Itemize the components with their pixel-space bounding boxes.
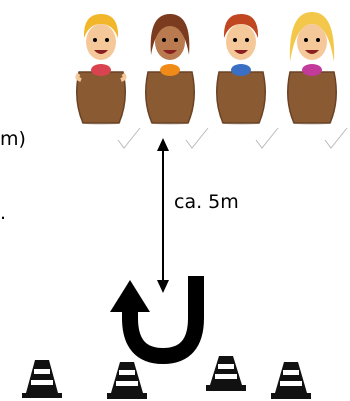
child-2-sack [145,71,195,124]
traffic-cone-icon [107,362,147,399]
child-2 [145,14,195,125]
child-3-eye-right [245,38,249,42]
child-1-face [86,24,116,60]
cut-text-fragment-1: m) [0,128,26,150]
child-4-hair [289,12,335,62]
traffic-cones [22,356,311,399]
child-2-face [155,24,185,60]
cut-text-fragment-2: . [0,202,7,224]
child-3-hair [223,14,259,38]
child-4 [287,12,337,125]
child-3 [216,14,266,125]
child-1-sack [76,71,126,124]
child-3-sack [216,71,266,124]
child-4-eye-right [316,38,320,42]
child-4-mouth [305,50,319,54]
child-1-hair [83,14,119,38]
child-4-eye-left [304,38,308,42]
child-4-face [297,24,327,60]
child-3-shirt [231,64,251,76]
child-2-eye-right [174,38,178,42]
u-turn-arrow-icon [110,276,204,365]
children-group [75,12,337,125]
child-2-mouth [163,50,177,54]
child-3-face [226,24,256,60]
child-1 [75,14,127,125]
ground-marks [117,127,348,149]
child-1-shirt [91,64,111,76]
child-1-hands [75,72,127,82]
traffic-cone-icon [22,360,62,398]
double-arrow-icon [157,138,169,293]
child-3-mouth [234,50,248,54]
child-3-eye-left [233,38,237,42]
distance-label: ca. 5m [174,191,239,213]
traffic-cone-icon [271,362,311,399]
child-4-shirt [302,64,322,76]
child-2-shirt [160,64,180,76]
child-2-eye-left [162,38,166,42]
child-1-mouth [94,50,108,54]
child-1-eye-right [105,38,109,42]
child-2-hair [150,14,190,55]
child-4-sack [287,71,337,124]
traffic-cone-icon [206,356,246,391]
child-1-eye-left [93,38,97,42]
